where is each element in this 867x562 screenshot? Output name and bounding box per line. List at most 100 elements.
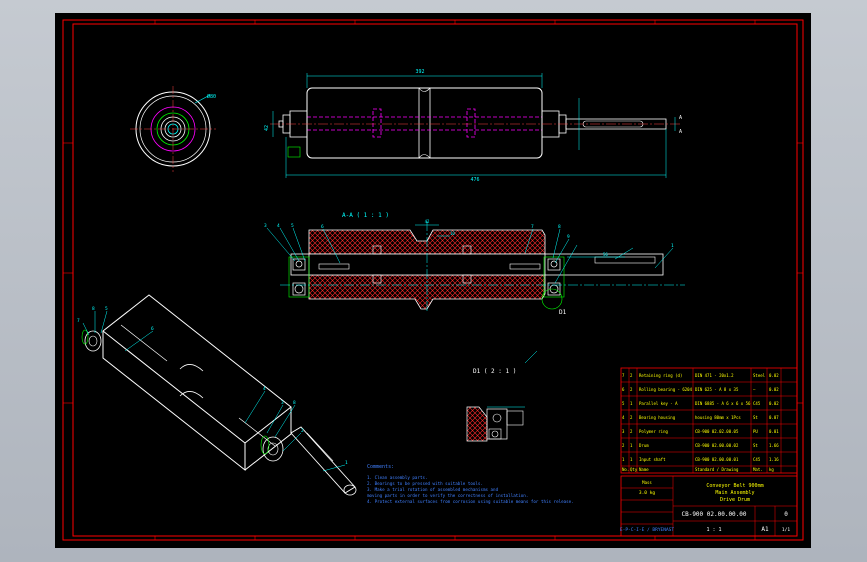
bom-cell-mat: St — [753, 443, 758, 448]
bom-cell-spec: DIN 6885 - A 6 x 6 x 56 — [695, 401, 751, 406]
iso-balloon-4: 6 — [151, 326, 154, 332]
bom-cell-n: 2 — [622, 443, 625, 448]
company-name: E-P-C-I-E / BRYENAST — [620, 527, 674, 533]
bom-cell-mass: 0.02 — [769, 387, 779, 392]
comment-line: 3. Make a trial rotation of assembled me… — [367, 487, 499, 492]
bom-header-spec: Standard / Drawing — [695, 467, 739, 472]
bom-cell-q: 2 — [630, 429, 633, 434]
bom-cell-q: 2 — [630, 387, 633, 392]
section-marker-a: A — [679, 115, 682, 121]
section-balloon-4: 6 — [321, 224, 324, 230]
cad-viewport[interactable]: Ø80 — [55, 13, 811, 548]
bom-cell-mass: 1.66 — [769, 443, 779, 448]
bom-cell-spec: CB-900 02.00.00.01 — [695, 457, 739, 462]
comment-line: moving parts in order to verify the corr… — [367, 493, 528, 498]
drawing-number: CB-900 02.00.00.00 — [681, 511, 746, 518]
bom-cell-spec: DIN 625 - A 8 x 35 — [695, 387, 739, 392]
section-balloon-3: 5 — [291, 223, 294, 229]
section-balloon-7: 9 — [567, 234, 570, 240]
mass-label: Mass — [642, 480, 652, 485]
bom-cell-name: Rolling bearing - 6204 — [639, 387, 693, 392]
bom-cell-mass: 0.07 — [769, 415, 779, 420]
bom-cell-name: Bearing housing — [639, 415, 676, 420]
bom-cell-q: 2 — [630, 415, 633, 420]
bom-cell-spec: housing 80mm x 1Pcs — [695, 415, 741, 420]
iso-balloon-3: 5 — [105, 306, 108, 312]
section-balloon-5: 7 — [531, 224, 534, 230]
bom-cell-mat: C45 — [753, 457, 761, 462]
comment-line: 2. Bearings to be pressed with suitable … — [367, 481, 483, 486]
iso-balloon-5: 4 — [263, 386, 266, 392]
bom-header-qty: Qty — [630, 467, 638, 472]
iso-balloon-7: 8 — [293, 400, 296, 406]
bom-cell-q: 1 — [630, 457, 633, 462]
isometric-view[interactable]: 7 8 5 6 4 3 8 2 1 — [77, 294, 357, 496]
section-marker-a-2: A — [679, 129, 682, 135]
bom-cell-mass: 0.02 — [769, 373, 779, 378]
bom-cell-q: 1 — [630, 401, 633, 406]
cad-drawing-canvas[interactable]: Ø80 — [55, 13, 811, 548]
bom-cell-spec: CB-900 02.02.00.05 — [695, 429, 739, 434]
title-line-2: Main Assembly — [715, 490, 754, 496]
bom-cell-mat: PU — [753, 429, 758, 434]
side-view-diameter-label: Ø80 — [207, 93, 216, 100]
bom-cell-mat: St — [753, 415, 758, 420]
bom-cell-spec: CB-900 02.00.00.02 — [695, 443, 739, 448]
section-view-aa[interactable]: A-A ( 1 : 1 ) — [264, 212, 685, 324]
front-view[interactable]: 392 476 42 A A — [264, 69, 682, 183]
bom-cell-name: Retaining ring (d) — [639, 373, 682, 378]
section-balloon-2: 4 — [277, 223, 280, 229]
bom-cell-n: 4 — [622, 415, 625, 420]
bom-cell-q: 1 — [630, 443, 633, 448]
revision: 0 — [784, 511, 788, 518]
bom-cell-n: 7 — [622, 373, 625, 378]
section-top-dim: 42 — [425, 219, 430, 224]
iso-balloon-6: 3 — [281, 400, 284, 406]
bom-cell-mat: — — [753, 387, 756, 392]
title-line-1: Conveyor Belt 900mm — [706, 483, 763, 489]
iso-balloon-1: 7 — [77, 318, 80, 324]
section-balloon-8: 1 — [671, 243, 674, 249]
detail-view-d1[interactable]: D1 ( 2 : 1 ) — [466, 350, 538, 442]
comments-title: Comments: — [367, 464, 394, 470]
bom-cell-mass: 0.01 — [769, 429, 779, 434]
overall-length-dim: 392 — [415, 69, 424, 75]
bom-cell-n: 1 — [622, 457, 625, 462]
bom-cell-name: Input shaft — [639, 457, 666, 462]
bom-header-mat: Mat. — [753, 467, 763, 472]
bom-cell-q: 2 — [630, 373, 633, 378]
bom-header-no: No. — [622, 467, 629, 472]
mass-value: 3.0 kg — [639, 490, 656, 496]
bom-cell-n: 5 — [622, 401, 625, 406]
comment-line: 1. Clean assembly parts. — [367, 475, 428, 480]
bom-cell-name: Drum — [639, 443, 649, 448]
bom-cell-mass: 0.02 — [769, 401, 779, 406]
section-title: A-A ( 1 : 1 ) — [342, 212, 389, 219]
scale: 1 : 1 — [706, 527, 721, 533]
keyway-dim: 56 — [603, 252, 608, 257]
bom-cell-mat: C45 — [753, 401, 761, 406]
sheet-format: A1 — [761, 526, 769, 533]
sheet-frame — [62, 19, 804, 541]
bom-cell-mass: 1.16 — [769, 457, 779, 462]
iso-balloon-8: 2 — [301, 428, 304, 434]
bom-cell-mat: Steel — [753, 373, 766, 378]
title-line-3: Drive Drum — [720, 497, 750, 503]
total-length-dim: 476 — [470, 177, 479, 183]
height-dim: 42 — [264, 125, 270, 131]
title-block: Mass 3.0 kg Conveyor Belt 900mm Main Ass… — [620, 475, 798, 537]
sheet-number: 1/1 — [782, 527, 790, 533]
section-10-dim: 10 — [450, 231, 455, 236]
side-view[interactable]: Ø80 — [130, 86, 216, 172]
bom-cell-spec: DIN 471 - 20x1.2 — [695, 373, 734, 378]
iso-balloon-9: 1 — [345, 460, 348, 466]
technical-comments: Comments: 1. Clean assembly parts. 2. Be… — [367, 464, 574, 504]
bom-cell-n: 6 — [622, 387, 625, 392]
bom-cell-name: Polymer ring — [639, 429, 668, 434]
bom-header-mass: kg — [769, 467, 774, 472]
bom-cell-n: 3 — [622, 429, 625, 434]
comment-line: 4. Protect external surfaces from corros… — [367, 499, 574, 504]
section-balloon-1: 3 — [264, 223, 267, 229]
section-balloon-6: 8 — [558, 224, 561, 230]
